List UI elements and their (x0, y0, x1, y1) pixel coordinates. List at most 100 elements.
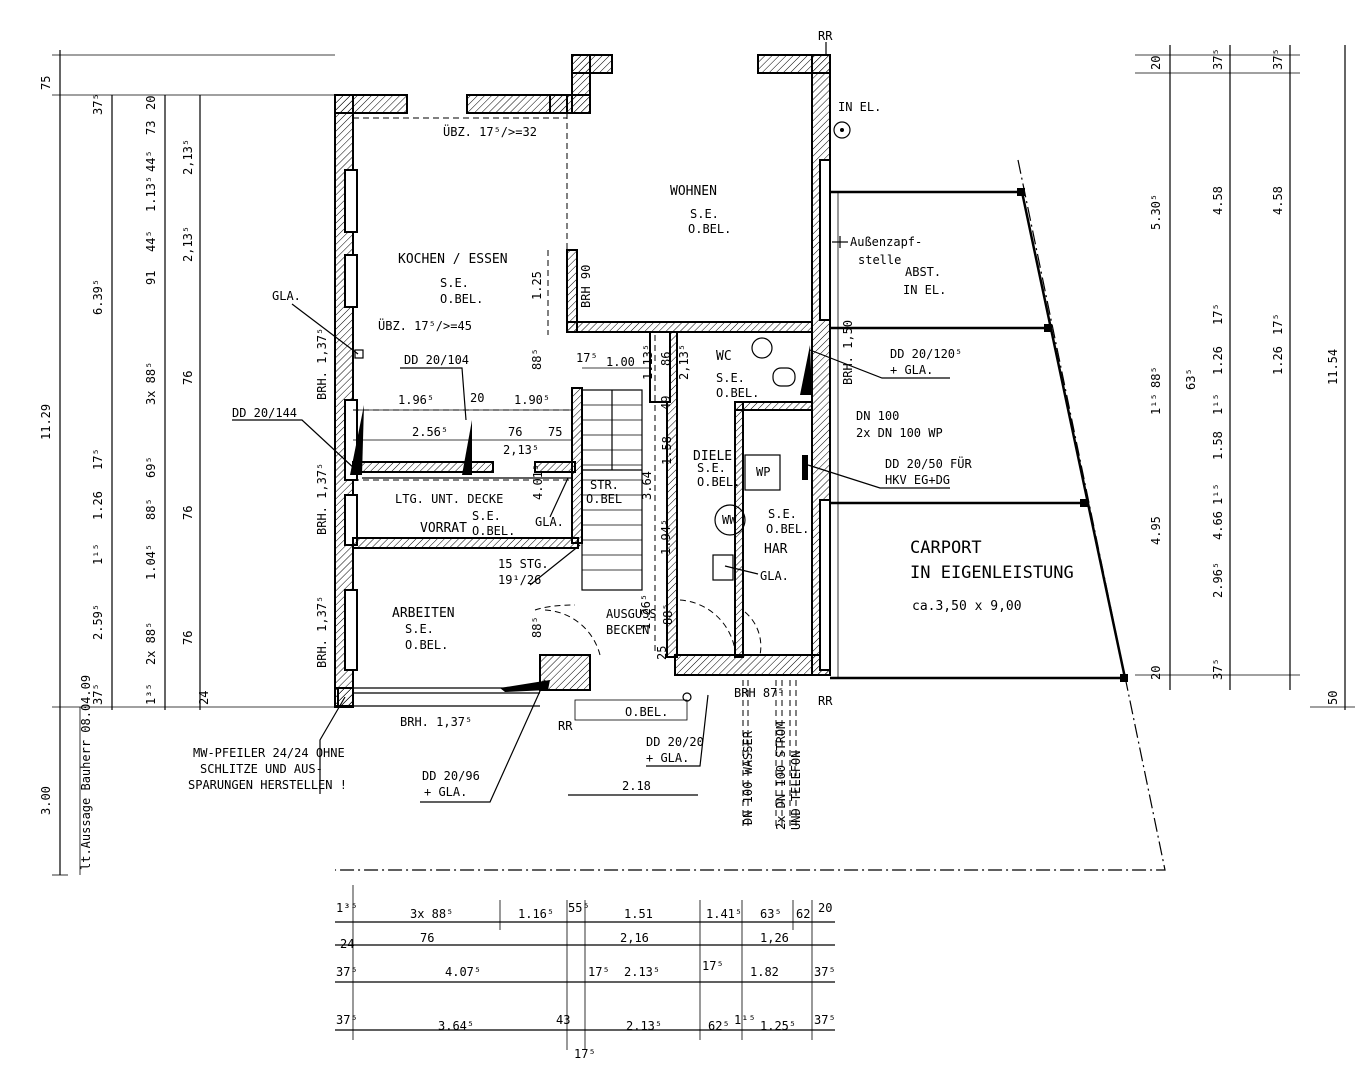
dim: 2,13⁵ (503, 443, 539, 457)
right-dim: 4.66 (1211, 511, 1225, 540)
dim: 4.01⁵ (531, 464, 545, 500)
rr-top: RR (818, 29, 833, 43)
right-dim: 4.58 (1271, 186, 1285, 215)
room-se: S.E. (472, 509, 501, 523)
bottom-dim: 1.82 (750, 965, 779, 979)
brh-137-c: BRH. 1,37⁵ (315, 596, 329, 668)
bottom-dim: 17⁵ (702, 959, 724, 973)
in-el-label: IN EL. (838, 100, 881, 114)
dim: 25 (655, 646, 669, 660)
gla-left: GLA. (272, 289, 301, 303)
right-dim: 88⁵ (1149, 366, 1163, 388)
room-wc: WC S.E. O.BEL. (716, 349, 759, 400)
ubz-top: ÜBZ. 17⁵/>=32 (443, 123, 537, 139)
carport (830, 188, 1128, 682)
right-dim: 50 (1326, 691, 1340, 705)
right-dim: 63⁵ (1184, 368, 1198, 390)
left-dim: 73 (144, 121, 158, 135)
left-dim: 2,13⁵ (181, 226, 195, 262)
room-name: DIELE (693, 449, 732, 464)
ausguss-label2: BECKEN (606, 623, 649, 637)
right-dim: 1.58 (1211, 431, 1225, 460)
dim: 1.00 (606, 355, 635, 369)
left-dim: 1.26 (91, 491, 105, 520)
strom-label: 2x DN 100 STROM (774, 722, 788, 830)
property-line (335, 159, 1166, 871)
inner-dimensions: 1.96⁵ 20 1.90⁵ 2.56⁵ 76 75 2,13⁵ 17⁵ 1.0… (353, 271, 691, 660)
bottom-dim: 62⁵ (708, 1019, 730, 1033)
bottom-dim: 76 (420, 931, 434, 945)
dim-218: 2.18 (622, 779, 651, 793)
dd-20-104: DD 20/104 (404, 353, 469, 367)
dim: 86 (659, 352, 673, 366)
ausguss-label: AUSGUSS (606, 607, 657, 621)
right-dim: 17⁵ (1211, 303, 1225, 325)
gla-har: GLA. (760, 569, 789, 583)
annotations: RR RR RR IN EL. Außenzapf- stelle ÜBZ. 1… (188, 29, 972, 830)
exterior-walls (334, 54, 831, 708)
left-dim: 1³⁵ (144, 683, 158, 705)
bottom-dim: 37⁵ (336, 965, 358, 979)
right-dim: 37⁵ (1211, 658, 1225, 680)
bottom-dim: 20 (818, 901, 832, 915)
brh-137-a: BRH. 1,37⁵ (315, 328, 329, 400)
dim: 3.64 (640, 471, 654, 500)
left-dim: 91 (144, 271, 158, 285)
dim: 1.25 (530, 271, 544, 300)
bottom-dim: 1¹⁵ (734, 1013, 756, 1027)
bottom-dim: 1.51 (624, 907, 653, 921)
room-obel: O.BEL. (405, 638, 448, 652)
dim: 1.90⁵ (514, 393, 550, 407)
bottom-dim: 24 (340, 937, 354, 951)
right-dim: 17⁵ (1271, 313, 1285, 335)
left-dim: 37⁵ (91, 683, 105, 705)
right-dim: 1.26 (1211, 346, 1225, 375)
left-dim: 76 (181, 506, 195, 520)
dd-20-96: DD 20/96 (422, 769, 480, 783)
room-wohnen: WOHNEN S.E. O.BEL. (670, 184, 731, 236)
room-arbeiten: ARBEITEN S.E. O.BEL. (392, 606, 455, 652)
dim: 2,13⁵ (677, 344, 691, 380)
dim: 1.58 (660, 436, 674, 465)
right-dim: 37⁵ (1271, 48, 1285, 70)
left-dim: 37⁵ (91, 93, 105, 115)
right-dim: 20 (1149, 56, 1163, 70)
right-dim: 20 (1149, 666, 1163, 680)
aussenzapf-label2: stelle (858, 253, 901, 267)
dim: 2.56⁵ (412, 425, 448, 439)
brh-90: BRH 90 (579, 265, 593, 308)
dim: 1.96⁵ (398, 393, 434, 407)
left-dim: 1.04⁵ (144, 544, 158, 580)
gla-vorrat: GLA. (535, 515, 564, 529)
aussage-note: lt.Aussage Bauherr 08.04.09 (79, 675, 93, 870)
staircase (581, 389, 643, 591)
room-vorrat: VORRAT S.E. O.BEL. (420, 509, 515, 538)
left-dim: 88⁵ (144, 498, 158, 520)
room-name: WC (716, 349, 732, 364)
dd-20-144: DD 20/144 (232, 406, 297, 420)
bottom-dim: 43 (556, 1013, 570, 1027)
left-dim: 20 (144, 96, 158, 110)
bottom-dim: 63⁵ (760, 907, 782, 921)
carport-size: ca.3,50 x 9,00 (912, 599, 1022, 614)
left-dim: 1¹⁵ (91, 543, 105, 565)
left-dim: 76 (181, 371, 195, 385)
str-label: STR. (590, 478, 619, 492)
left-dim: 75 (39, 76, 53, 90)
ltg-label: LTG. UNT. DECKE (395, 492, 503, 506)
left-dim: 2,13⁵ (181, 139, 195, 175)
right-dim: 11.54 (1326, 349, 1340, 385)
bottom-dim: 1³⁵ (336, 901, 358, 915)
right-dim: 1¹⁵ (1149, 393, 1163, 415)
right-dim: 1¹⁵ (1211, 483, 1225, 505)
bottom-dim: 37⁵ (814, 1013, 836, 1027)
right-dim: 5.30⁵ (1149, 194, 1163, 230)
dd-20-50: DD 20/50 FÜR (885, 455, 972, 471)
room-name: HAR (764, 542, 788, 557)
dim: 17⁵ (576, 351, 598, 365)
bottom-dim: 55⁵ (568, 901, 590, 915)
rr-right: RR (818, 694, 833, 708)
bottom-dim: 1,26 (760, 931, 789, 945)
dim: 1.26⁵ (639, 594, 653, 630)
